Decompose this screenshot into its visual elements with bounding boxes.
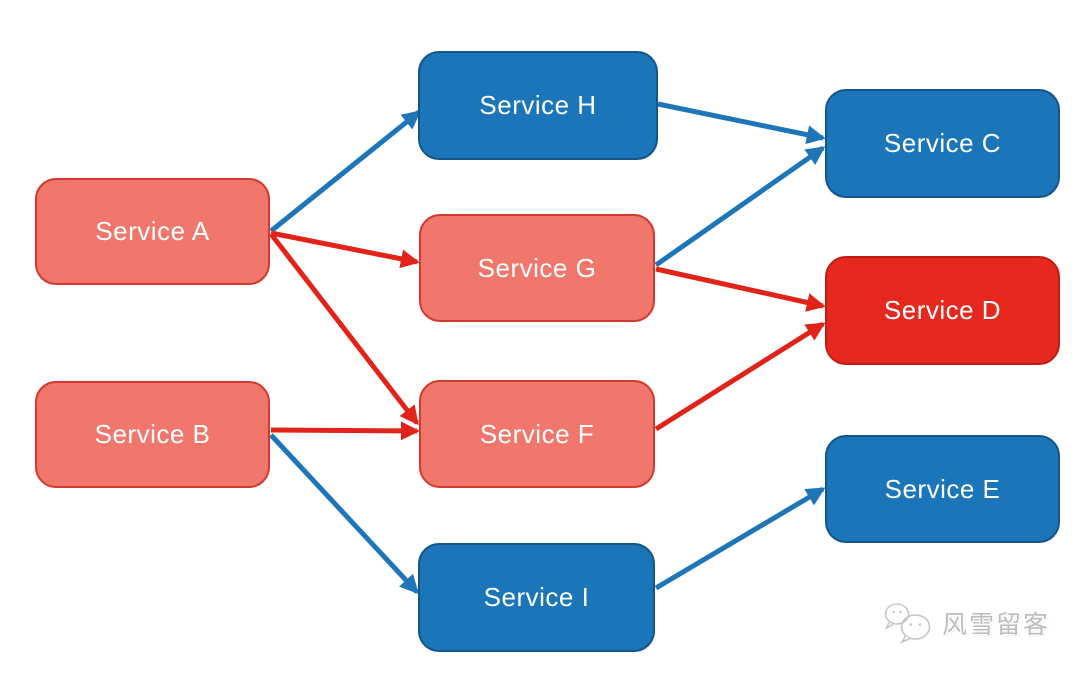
- wechat-icon: [884, 603, 931, 644]
- watermark: 风雪留客: [882, 600, 1050, 646]
- node-service-g: Service G: [419, 214, 655, 322]
- node-service-c: Service C: [825, 89, 1060, 198]
- node-label: Service I: [483, 582, 590, 612]
- node-label: Service G: [477, 252, 597, 283]
- edge-service-a-to-service-g: [270, 230, 420, 269]
- edge-service-a-to-service-h: [269, 110, 422, 233]
- node-service-e: Service E: [825, 435, 1060, 543]
- edge-service-g-to-service-c: [654, 145, 826, 268]
- edge-service-h-to-service-c: [657, 101, 826, 145]
- node-service-d: Service D: [825, 256, 1060, 365]
- edge-service-a-to-service-f: [269, 232, 419, 426]
- node-label: Service F: [479, 418, 595, 449]
- edge-service-f-to-service-d: [654, 321, 826, 432]
- edge-service-g-to-service-d: [655, 266, 826, 312]
- node-label: Service E: [884, 473, 1001, 504]
- edge-service-b-to-service-i: [269, 433, 419, 595]
- node-service-f: Service F: [419, 380, 655, 488]
- node-service-h: Service H: [418, 51, 658, 160]
- edge-service-b-to-service-f: [270, 421, 420, 441]
- edge-service-i-to-service-e: [654, 486, 826, 591]
- node-service-b: Service B: [35, 381, 270, 488]
- node-service-i: Service I: [418, 543, 655, 652]
- node-label: Service H: [479, 90, 597, 120]
- node-label: Service D: [883, 295, 1002, 325]
- watermark-text: 风雪留客: [942, 611, 1051, 639]
- node-label: Service C: [883, 128, 1002, 158]
- node-service-a: Service A: [35, 178, 270, 285]
- node-label: Service A: [95, 216, 210, 246]
- node-label: Service B: [94, 419, 211, 449]
